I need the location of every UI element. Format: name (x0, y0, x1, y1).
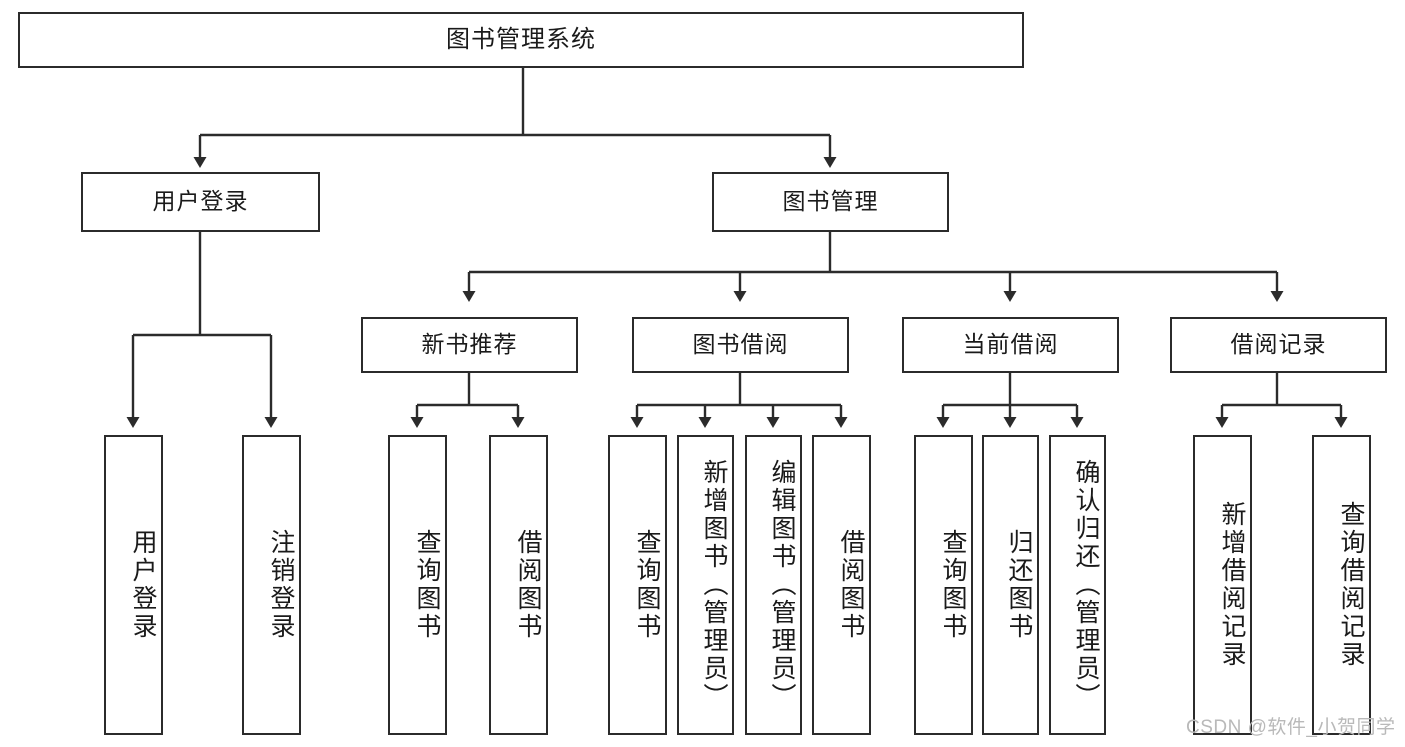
node-label: 查询图书 (413, 529, 441, 641)
node-label: 借阅图书 (837, 529, 865, 641)
node-root-system[interactable]: 图书管理系统 (18, 12, 1024, 68)
leaf-borrow-book[interactable]: 借阅图书 (812, 435, 871, 735)
leaf-user-login[interactable]: 用户登录 (104, 435, 163, 735)
node-label: 用户登录 (129, 529, 157, 641)
node-current-borrow[interactable]: 当前借阅 (902, 317, 1119, 373)
leaf-user-logout[interactable]: 注销登录 (242, 435, 301, 735)
node-book-borrow[interactable]: 图书借阅 (632, 317, 849, 373)
node-label: 当前借阅 (962, 331, 1059, 358)
node-label: 借阅图书 (514, 529, 542, 641)
leaf-query-book-recommend[interactable]: 查询图书 (388, 435, 447, 735)
leaf-query-book-borrow[interactable]: 查询图书 (608, 435, 667, 735)
node-user-login[interactable]: 用户登录 (81, 172, 320, 232)
leaf-return-book[interactable]: 归还图书 (982, 435, 1039, 735)
node-label: 新增借阅记录 (1218, 501, 1246, 669)
node-new-book-recommend[interactable]: 新书推荐 (361, 317, 578, 373)
leaf-add-book-admin[interactable]: 新增图书（管理员） (677, 435, 734, 735)
node-label: 查询图书 (633, 529, 661, 641)
node-label: 新增图书（管理员） (700, 459, 728, 711)
node-label: 图书管理系统 (446, 25, 596, 53)
node-label: 借阅记录 (1230, 331, 1327, 358)
node-label: 图书借阅 (692, 331, 789, 358)
node-label: 确认归还（管理员） (1072, 459, 1100, 711)
leaf-borrow-book-recommend[interactable]: 借阅图书 (489, 435, 548, 735)
leaf-query-book-current[interactable]: 查询图书 (914, 435, 973, 735)
node-label: 注销登录 (267, 529, 295, 641)
leaf-add-borrow-record[interactable]: 新增借阅记录 (1193, 435, 1252, 735)
watermark: CSDN @软件_小贺同学 (1186, 717, 1396, 738)
node-label: 用户登录 (152, 188, 249, 215)
node-label: 查询借阅记录 (1337, 501, 1365, 669)
node-book-management[interactable]: 图书管理 (712, 172, 949, 232)
leaf-query-borrow-record[interactable]: 查询借阅记录 (1312, 435, 1371, 735)
node-label: 编辑图书（管理员） (768, 459, 796, 711)
leaf-edit-book-admin[interactable]: 编辑图书（管理员） (745, 435, 802, 735)
node-label: 查询图书 (939, 529, 967, 641)
leaf-confirm-return-admin[interactable]: 确认归还（管理员） (1049, 435, 1106, 735)
node-label: 图书管理 (782, 188, 879, 215)
node-borrow-record[interactable]: 借阅记录 (1170, 317, 1387, 373)
node-label: 归还图书 (1005, 529, 1033, 641)
node-label: 新书推荐 (421, 331, 518, 358)
